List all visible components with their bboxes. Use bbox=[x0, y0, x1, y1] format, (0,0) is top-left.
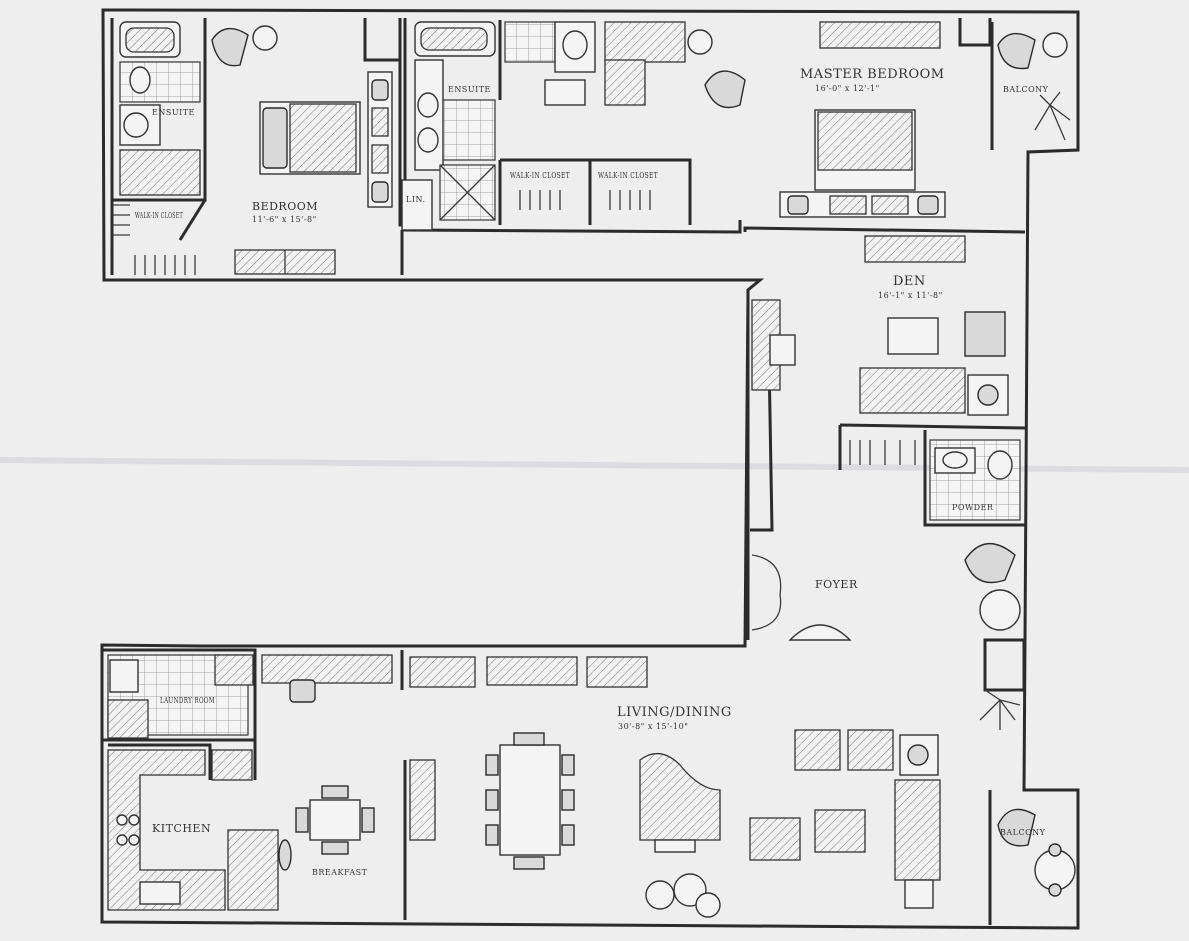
walk-in-closet-mid-b-label: WALK-IN CLOSET bbox=[598, 171, 658, 180]
master-bedroom-furniture bbox=[519, 21, 966, 263]
bedroom-furniture bbox=[211, 25, 433, 275]
walk-in-closet-mid-a-label: WALK-IN CLOSET bbox=[510, 171, 570, 180]
balcony-bottom-furniture bbox=[997, 808, 1076, 897]
living-dining-furniture bbox=[261, 654, 941, 918]
master-bedroom-dims: 16'-0" x 12'-1" bbox=[815, 84, 880, 93]
breakfast-label: BREAKFAST bbox=[312, 868, 368, 877]
living-dining-label: LIVING/DINING bbox=[617, 705, 732, 720]
den-label: DEN bbox=[893, 274, 926, 289]
balcony-bottom-label: BALCONY bbox=[1000, 828, 1046, 837]
powder-room bbox=[929, 439, 1021, 521]
interior-walls-top bbox=[110, 18, 1026, 275]
bedroom-dims: 11'-6" x 15'-8" bbox=[252, 215, 317, 224]
laundry-room bbox=[107, 654, 254, 739]
walk-in-closet-left-label: WALK-IN CLOSET bbox=[135, 211, 183, 220]
ensuite-left-label: ENSUITE bbox=[152, 108, 195, 117]
breakfast-table bbox=[295, 785, 375, 855]
laundry-label: LAUNDRY ROOM bbox=[160, 696, 215, 705]
interior-walls-right bbox=[838, 423, 1026, 527]
ensuite-right bbox=[414, 21, 596, 221]
den-dims: 16'-1" x 11'-8" bbox=[878, 291, 943, 300]
bedroom-label: BEDROOM bbox=[252, 200, 318, 213]
balcony-top-furniture bbox=[997, 32, 1071, 141]
kitchen-furniture bbox=[107, 749, 292, 911]
powder-label: POWDER bbox=[952, 503, 994, 512]
master-bedroom-label: MASTER BEDROOM bbox=[800, 67, 945, 82]
balcony-top-label: BALCONY bbox=[1003, 85, 1049, 94]
den-furniture bbox=[751, 299, 1009, 465]
interior-walls-bottom bbox=[102, 638, 1026, 925]
foyer-label: FOYER bbox=[815, 578, 858, 591]
living-dining-dims: 30'-8" x 15'-10" bbox=[618, 722, 688, 731]
linen-label: LIN. bbox=[406, 195, 426, 204]
walk-in-closet-left-rods bbox=[112, 204, 196, 275]
ensuite-right-label: ENSUITE bbox=[448, 85, 491, 94]
ensuite-left bbox=[119, 21, 201, 196]
foyer-furniture bbox=[751, 542, 1021, 730]
kitchen-label: KITCHEN bbox=[152, 822, 211, 835]
